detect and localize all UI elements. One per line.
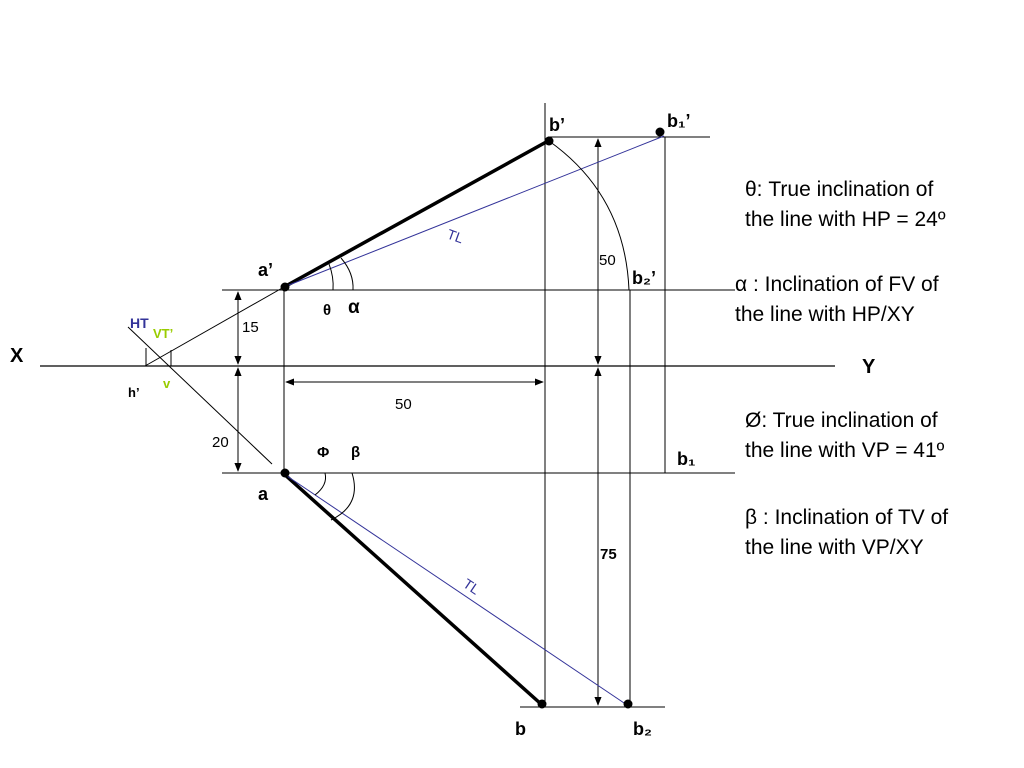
point-b (537, 699, 547, 709)
tl-label-lower: TL (460, 575, 483, 598)
theta-label: θ (323, 302, 331, 319)
label-vt-prime: VT’ (153, 326, 173, 341)
note-phi-line1: Ø: True inclination of (745, 409, 938, 432)
label-a: a (258, 484, 269, 504)
label-b1: b₁ (677, 449, 695, 469)
dim-75-label: 75 (600, 546, 617, 563)
front-view-line (283, 139, 549, 289)
tv-extension-line (127, 326, 273, 465)
alpha-arc (340, 257, 354, 291)
label-h-prime: h’ (128, 385, 140, 400)
note-theta-line1: θ: True inclination of (745, 178, 933, 201)
y-axis-label: Y (862, 356, 876, 378)
label-v: v (163, 376, 171, 391)
label-a-prime: a’ (258, 260, 273, 280)
beta-label: β (351, 444, 360, 461)
label-b-prime: b’ (549, 115, 565, 135)
top-view-line (282, 472, 543, 706)
note-phi-line2: the line with VP = 41º (745, 439, 945, 462)
phi-arc (314, 472, 326, 496)
point-a (280, 468, 290, 478)
tl-line-lower (283, 473, 631, 708)
theta-arc (328, 263, 334, 291)
alpha-label: α (348, 297, 360, 318)
note-alpha-line2: the line with HP/XY (735, 303, 915, 326)
dim-50-horizontal-label: 50 (395, 396, 412, 413)
x-axis-label: X (10, 345, 24, 367)
label-b2-prime: b₂’ (632, 268, 656, 288)
note-beta-line1: β : Inclination of TV of (745, 506, 948, 529)
label-b2: b₂ (633, 719, 652, 739)
tl-line-upper (283, 135, 665, 288)
note-beta-line2: the line with VP/XY (745, 536, 924, 559)
fv-extension-line (144, 286, 285, 367)
point-b-prime (544, 136, 554, 146)
label-b1-prime: b₁’ (667, 111, 690, 131)
note-theta-line2: the line with HP = 24º (745, 208, 946, 231)
phi-label: Φ (317, 444, 329, 461)
swing-arc (548, 140, 630, 291)
label-b: b (515, 719, 526, 739)
point-b2 (623, 699, 633, 709)
beta-arc (330, 472, 355, 521)
dim-50-vertical-label: 50 (599, 252, 616, 269)
point-a-prime (280, 282, 290, 292)
dim-15-label: 15 (242, 319, 259, 336)
tl-label-upper: TL (445, 226, 466, 247)
point-b1-prime (655, 127, 665, 137)
note-alpha-line1: α : Inclination of FV of (735, 273, 939, 296)
label-ht: HT (130, 315, 149, 331)
dim-20-label: 20 (212, 434, 229, 451)
